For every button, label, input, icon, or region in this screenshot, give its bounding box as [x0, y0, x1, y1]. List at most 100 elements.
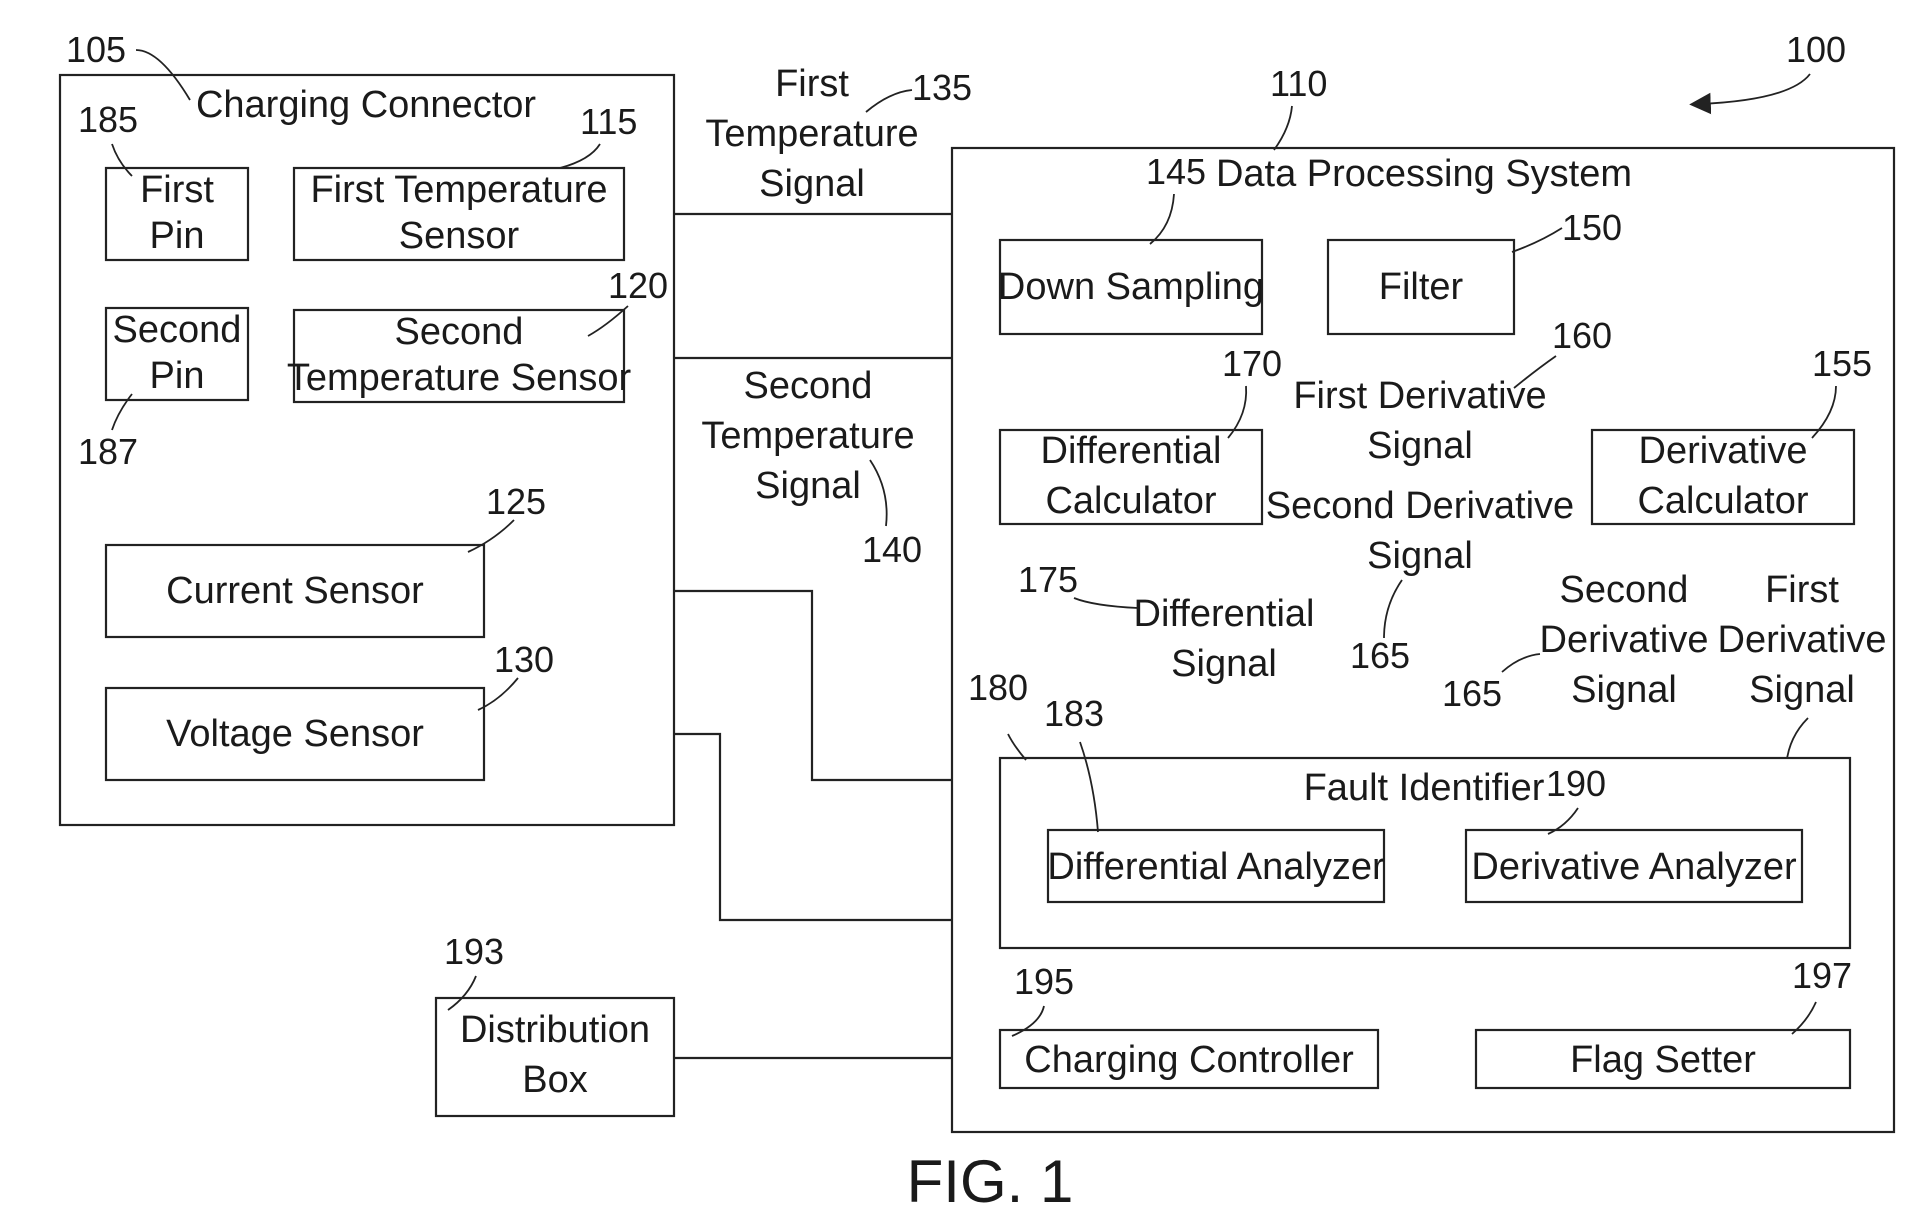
down-sampling-label: Down Sampling	[998, 266, 1264, 308]
second-derivative-signal-mid-line1: Second Derivative	[1266, 485, 1574, 527]
fault-identifier-label: Fault Identifier	[1304, 767, 1545, 809]
charging-connector-title: Charging Connector	[196, 84, 536, 126]
data-processing-system-title: Data Processing System	[1216, 153, 1632, 195]
leader-197	[1791, 1001, 1817, 1035]
derivative-calculator-line1: Derivative	[1639, 430, 1808, 472]
ref-185: 185	[78, 99, 138, 140]
leader-150	[1511, 227, 1563, 253]
leader-130	[477, 677, 519, 711]
leader-170	[1227, 385, 1248, 439]
leader-160-top	[1513, 355, 1557, 389]
first-derivative-signal-right-line2: Derivative	[1718, 619, 1887, 661]
current-sensor-label: Current Sensor	[166, 570, 424, 612]
second-derivative-signal-right-line3: Signal	[1571, 669, 1677, 711]
first-pin-line2: Pin	[150, 215, 205, 257]
ref-175: 175	[1018, 559, 1078, 600]
ref-180: 180	[968, 667, 1028, 708]
ref-105: 105	[66, 29, 126, 70]
differential-analyzer-box	[1046, 828, 1386, 904]
first-temp-signal-line2: Temperature	[705, 113, 918, 155]
charging-controller-label: Charging Controller	[1024, 1039, 1354, 1081]
derivative-analyzer-label: Derivative Analyzer	[1471, 846, 1797, 888]
leader-145	[1149, 193, 1175, 245]
distribution-box	[434, 996, 676, 1118]
current-sensor-box	[104, 543, 486, 639]
first-temp-signal-line3: Signal	[759, 163, 865, 205]
first-temperature-sensor-box	[292, 166, 626, 262]
voltage-sensor-box	[104, 686, 486, 782]
leader-135	[865, 89, 913, 113]
ref-135: 135	[912, 67, 972, 108]
ref-195: 195	[1014, 961, 1074, 1002]
first-temp-signal-line1: First	[775, 63, 849, 105]
second-temp-signal-line3: Signal	[755, 465, 861, 507]
distribution-box-line1: Distribution	[460, 1009, 650, 1051]
derivative-calculator-box	[1590, 428, 1856, 526]
distribution-box-line2: Box	[522, 1059, 587, 1101]
flag-setter-label: Flag Setter	[1570, 1039, 1756, 1081]
derivative-analyzer-box	[1464, 828, 1804, 904]
ref-155: 155	[1812, 343, 1872, 384]
ref-145: 145	[1146, 151, 1206, 192]
ref-183: 183	[1044, 693, 1104, 734]
ref-120: 120	[608, 265, 668, 306]
second-pin-box	[104, 306, 250, 402]
ref-130: 130	[494, 639, 554, 680]
down-sampling-box	[998, 238, 1264, 336]
ref-150: 150	[1562, 207, 1622, 248]
leader-105	[135, 49, 191, 101]
first-temperature-sensor-line1: First Temperature	[310, 169, 607, 211]
differential-signal-line2: Signal	[1171, 643, 1277, 685]
second-pin-line2: Pin	[150, 355, 205, 397]
first-pin-box	[104, 166, 250, 262]
differential-signal-line1: Differential	[1134, 593, 1315, 635]
figure-caption: FIG. 1	[907, 1148, 1074, 1215]
charging-controller-box	[998, 1028, 1380, 1090]
ref-170: 170	[1222, 343, 1282, 384]
differential-calculator-box	[998, 428, 1264, 526]
differential-calculator-line1: Differential	[1041, 430, 1222, 472]
arrow-100	[1689, 73, 1811, 115]
ref-165-mid: 165	[1350, 635, 1410, 676]
second-temperature-sensor-line1: Second	[395, 311, 524, 353]
first-derivative-signal-right-line3: Signal	[1749, 669, 1855, 711]
leader-120	[587, 305, 629, 337]
voltage-sensor-label: Voltage Sensor	[166, 713, 424, 755]
leader-165-right	[1501, 653, 1541, 673]
second-derivative-signal-right-line1: Second	[1560, 569, 1689, 611]
leader-175	[1073, 597, 1139, 609]
ref-197: 197	[1792, 955, 1852, 996]
filter-label: Filter	[1379, 266, 1464, 308]
differential-calculator-line2: Calculator	[1045, 480, 1216, 522]
second-temperature-sensor-line2: Temperature Sensor	[287, 357, 632, 399]
leader-125	[467, 519, 515, 553]
leader-185	[111, 143, 133, 177]
ref-115: 115	[580, 101, 637, 142]
leader-187	[111, 393, 133, 431]
first-temperature-sensor-line2: Sensor	[399, 215, 520, 257]
second-temperature-sensor-box	[292, 308, 626, 404]
flag-setter-box	[1474, 1028, 1852, 1090]
filter-box	[1326, 238, 1516, 336]
first-derivative-signal-top-line2: Signal	[1367, 425, 1473, 467]
second-pin-line1: Second	[113, 309, 242, 351]
leader-183	[1079, 741, 1099, 833]
second-derivative-signal-right-line2: Derivative	[1540, 619, 1709, 661]
ref-140: 140	[862, 529, 922, 570]
ref-110: 110	[1270, 63, 1327, 104]
second-temp-signal-line2: Temperature	[701, 415, 914, 457]
first-pin-line1: First	[140, 169, 214, 211]
leader-110	[1273, 105, 1293, 151]
leader-140	[869, 459, 888, 527]
first-derivative-signal-right-line1: First	[1765, 569, 1839, 611]
leader-115	[559, 143, 601, 169]
ref-100: 100	[1786, 29, 1846, 70]
leader-195	[1011, 1005, 1045, 1037]
second-temp-signal-line1: Second	[744, 365, 873, 407]
ref-125: 125	[486, 481, 546, 522]
ref-187: 187	[78, 431, 138, 472]
leader-193	[447, 975, 477, 1011]
ref-165-right: 165	[1442, 673, 1502, 714]
second-derivative-signal-mid-line2: Signal	[1367, 535, 1473, 577]
